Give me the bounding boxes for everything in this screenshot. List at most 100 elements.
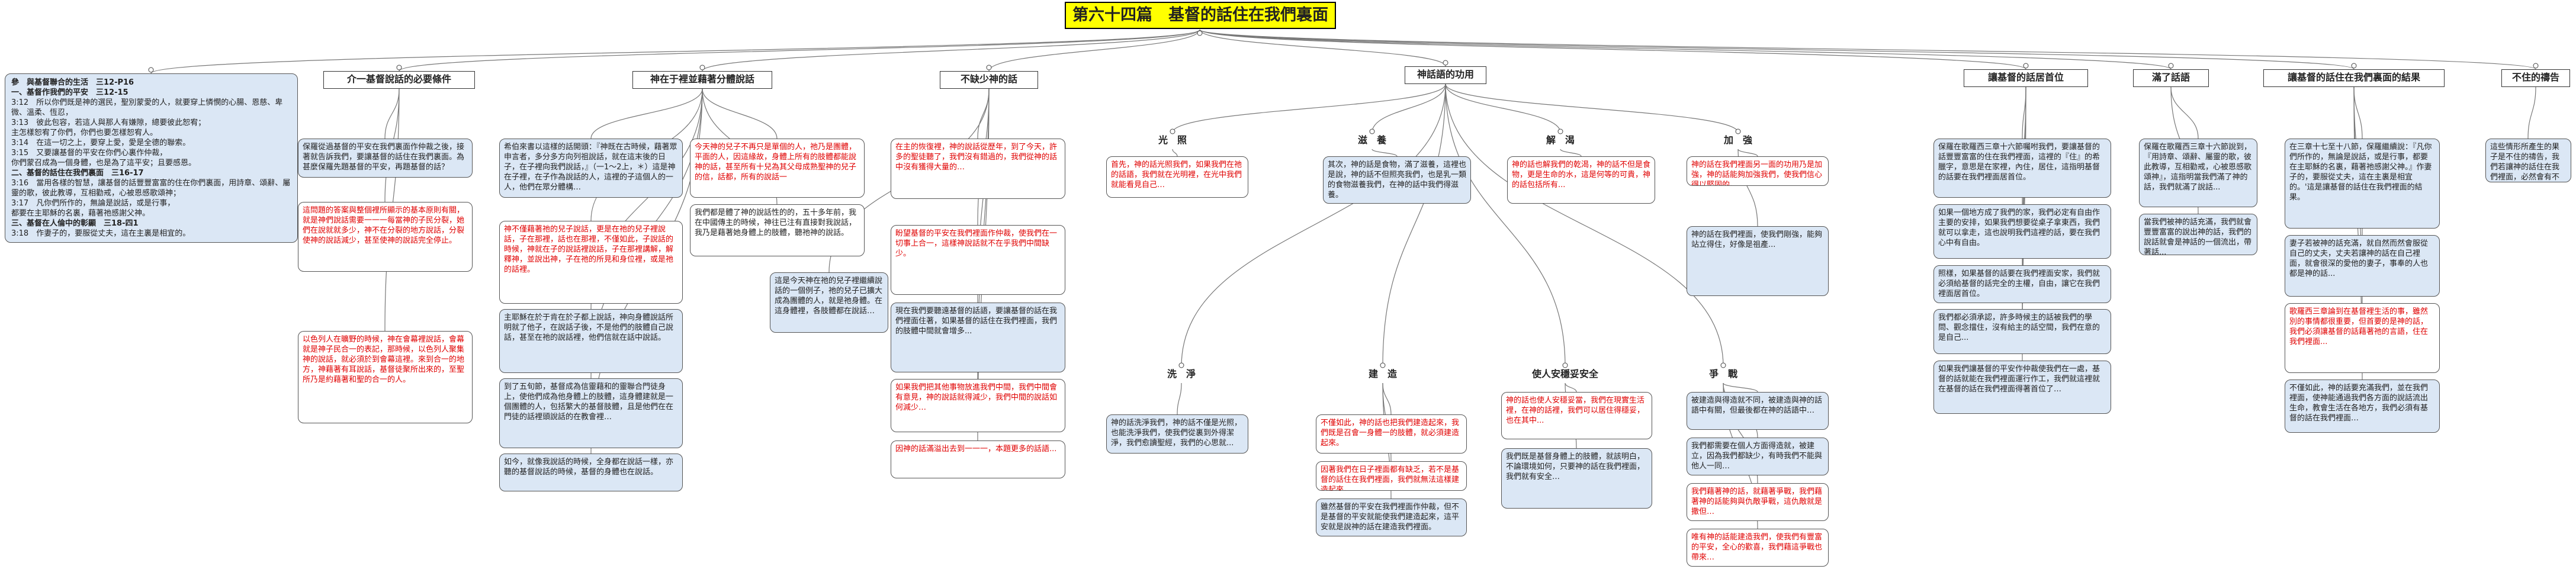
- note-box: 不僅如此，神的話也把我們建造起來，我們既是召會一身體一的肢體，就必須建造起來。: [1316, 414, 1467, 454]
- section-heading-full-of-words: 滿了話語: [2133, 69, 2209, 87]
- outline-line: 3:15 又要讓基督的平安在你們心裏作仲裁，: [11, 149, 168, 157]
- outline-line: 3:16 當用各樣的智慧，讓基督的話豐豐富富的住在你們裏面，用詩章、頌辭、屬靈的…: [11, 179, 291, 198]
- sub-heading-nourish: 滋 養: [1357, 134, 1386, 146]
- connector-line: [1445, 83, 1561, 133]
- note-box: 神的話在我們裡面，使我們剛強，能夠站立得住，好像是祖產...: [1687, 226, 1829, 296]
- note-box: 我們都需要在個人方面得造就，被建立，因為我們都缺少，有時我們不能與他人一同…: [1687, 438, 1829, 475]
- outline-line: 三、基督在人倫中的彰顯 三18-四1: [11, 219, 139, 228]
- connector-dot: [148, 67, 154, 73]
- connector-dot: [2168, 63, 2174, 69]
- connector-dot: [2533, 63, 2539, 69]
- note-box: 如果一個地方成了我們的家，我們必定有自由作主要的安排，如果我們想要從桌子拿東西，…: [1933, 204, 2111, 259]
- note-box: 這是今天神在祂的兒子裡繼續說話的一個例子，祂的兒子已擴大成為團體的人，就是祂身體…: [770, 272, 888, 333]
- section-heading-results: 讓基督的話住在我們裏面的結果: [2263, 69, 2445, 87]
- connector-line: [988, 29, 1200, 72]
- connector-line: [1723, 382, 1758, 393]
- section-heading-first-place: 讓基督的話居首位: [1964, 69, 2088, 87]
- note-box: 唯有神的話能建造我們，使我們有豐富的平安，全心的歡喜，我們藉這爭戰也帶來…: [1687, 529, 1829, 567]
- connector-dot: [986, 65, 992, 70]
- outline-line: 3:17 凡你們所作的，無論是說話，或是行事，: [11, 199, 175, 208]
- connector-dot: [1178, 362, 1184, 368]
- connector-dot: [1562, 362, 1568, 368]
- note-box: 神的話也使人安穩妥當，我們在現實生活裡，在神的話裡，我們可以居住得穩妥，也在其中…: [1501, 392, 1652, 439]
- connector-dot: [1369, 128, 1375, 134]
- note-box: 希伯來書以這樣的話開頭：『神既在古時候，藉著眾申言者，多分多方向列祖說話，就在這…: [499, 139, 683, 198]
- note-box: 保羅在歌羅西三章十六節說到，『用詩章、頌辭、屬靈的歌，彼此教導，互相勸戒，心被恩…: [2139, 139, 2257, 207]
- connector-dot: [699, 65, 705, 70]
- note-box: 如果我們把其他事物放進我們中間，我們中間會有意見，神的說話就得減少，我們中間的說…: [891, 379, 1065, 432]
- note-box: 妻子若被神的話充滿，就自然而然會服從自己的丈夫，丈夫若讓神的話在自己裡面，就會很…: [2285, 235, 2440, 297]
- section-heading-prerequisite: 介一基督說話的必要條件: [323, 71, 475, 89]
- connector-line: [1560, 149, 1582, 157]
- connector-line: [1177, 382, 1182, 415]
- connector-line: [1199, 29, 2536, 70]
- outline-line: 二、基督的話住在我們裏面 三16-17: [11, 169, 144, 178]
- note-box: 神不僅藉著祂的兒子說話，更是在祂的兒子裡說話，子在那裡，話也在那裡，不僅如此，子…: [499, 221, 683, 304]
- connector-line: [2170, 86, 2199, 139]
- section-heading-speaking-in-son: 神在于裡並藉著分體說話: [632, 71, 772, 89]
- connector-line: [1199, 29, 2026, 70]
- sub-heading-fight: 爭 戰: [1708, 368, 1737, 380]
- connector-line: [150, 29, 1200, 74]
- note-box: 這些情形所產生的果子是不住的禱告，我們若讓神的話住在我們裡面，必然會有不住的禱告…: [2485, 139, 2571, 182]
- connector-dot: [1197, 30, 1203, 36]
- sub-heading-security: 使人安穩妥安全: [1531, 368, 1598, 380]
- note-box: 盼望基督的平安在我們裡面作仲裁，使我們在一切事上合一，這樣神說話就不在乎我們中間…: [891, 225, 1065, 295]
- connector-line: [1181, 83, 1446, 367]
- connector-dot: [2351, 63, 2357, 69]
- sub-heading-build: 建 造: [1368, 368, 1397, 380]
- connector-line: [1382, 83, 1446, 367]
- note-box: 我們藉著神的話，就藉著爭戰，我們藉著神的話能夠與仇敵爭戰，這仇敵就是撒但…: [1687, 483, 1829, 521]
- note-box: 神的話也解我們的乾渴，神的話不但是食物，更是生命的水，這是何等的可貴，神的話包括…: [1507, 156, 1655, 204]
- connector-line: [1172, 83, 1446, 133]
- note-box: 神的話在我們裡面另一面的功用乃是加強，神的話能夠加強我們，使我們信心得以堅固的。: [1687, 156, 1829, 186]
- outline-line: 都要在主耶穌的名裏，藉著祂感謝父神。: [11, 209, 150, 218]
- connector-line: [1445, 83, 1566, 367]
- outline-line: 一、基督作我們的平安 三12-15: [11, 88, 129, 97]
- outline-line: 3:12 所以你們既是神的選民，聖別蒙愛的人，就要穿上憐憫的心腸、恩慈、卑微、溫…: [11, 98, 283, 117]
- connector-line: [1445, 83, 1739, 133]
- sub-heading-enlighten: 光 照: [1158, 134, 1187, 146]
- connector-line: [1445, 83, 1724, 367]
- outline-line: 主怎樣恕宥了你們，你們也要怎樣恕宥人。: [11, 128, 158, 137]
- outline-line: 3:14 在這一切之上，要穿上愛，愛是全德的聯索。: [11, 139, 191, 147]
- note-box: 其次，神的話是食物，滿了滋養，這裡也是說，神的話不但照亮我們，也是乳一類的食物滋…: [1323, 156, 1471, 204]
- note-box: 我們既是基督身體上的肢體，就該明白，不論環境如何，只要神的話在我們裡面，我們就有…: [1501, 448, 1652, 509]
- section-heading-unceasing-prayer: 不住的禱告: [2501, 69, 2570, 87]
- note-box: 在三章十七至十八節，保羅繼續說：『凡你們所作的，無論是說話，或是行事，都要在主耶…: [2285, 139, 2440, 229]
- connector-line: [1199, 29, 1446, 67]
- connector-dot: [1443, 60, 1448, 66]
- note-box: 在主的恢復裡，神的說話從歷年，到了今天，許多的聖徒聽了，我們沒有錯過的，我們從神…: [891, 139, 1065, 199]
- note-box: 現在我們要聽遠基督的話語，要讓基督的話在我們裡面住著，如果基督的話住在我們裡面，…: [891, 303, 1065, 372]
- note-box: 我們都必須承認，許多時候主的話被我們的學問、觀念擋住，沒有給主的話空間，我們在意…: [1933, 309, 2111, 354]
- connector-line: [2527, 86, 2536, 139]
- note-box: 因著我們在日子裡面都有缺乏，若不是基督的話住在我們裡面，我們就無法這樣建造起來。: [1316, 461, 1467, 491]
- sub-heading-wash: 洗 淨: [1167, 368, 1196, 380]
- outline-line: 3:13 彼此包容，若這人與那人有嫌隙，總要彼此恕宥；: [11, 118, 206, 127]
- note-box: 到了五旬節，基督成為信靈藉和的靈聯合門徒身上，使他們成為他身體上的肢體，這身體建…: [499, 378, 683, 448]
- sub-heading-strengthen: 加 強: [1723, 134, 1752, 146]
- note-box: 被建造與得造就不同，被建造與神的話語中有關，但最後都在神的話語中…: [1687, 392, 1829, 430]
- note-box: 以色列人在曠野的時候，神在會幕裡說話，會幕就是神子民合一的表記，那時候，以色列人…: [298, 331, 473, 423]
- outline-line: 你們蒙召成為一個身體，也是為了這平安；且要感恩。: [11, 159, 197, 168]
- connector-dot: [1720, 362, 1726, 368]
- outline-line: 參 與基督聯合的生活 三12-P16: [11, 78, 134, 87]
- connector-dot: [1735, 128, 1741, 134]
- connector-dot: [396, 65, 402, 70]
- connector-dot: [1557, 128, 1563, 134]
- connector-dot: [1380, 362, 1386, 368]
- note-box: 今天神的兒子不再只是單個的人，祂乃是團體，平面的人，因這緣故，身體上所有的肢體都…: [690, 139, 865, 198]
- connector-line: [399, 29, 1200, 72]
- connector-line: [1371, 83, 1446, 133]
- note-box: 保羅在歌羅西三章十六節囑咐我們，要讓基督的話豐豐富富的住在我們裡面，這裡的『住』…: [1933, 139, 2111, 198]
- note-box: 因神的話滿溢出去到一一一，本題更多的話語...: [891, 440, 1065, 478]
- note-box: 歌羅西三章論到在基督裡生活的事，雖然別的事情都很重要，但首要的是神的話，我們必須…: [2285, 303, 2440, 373]
- note-box: 照樣，如果基督的話要在我們裡面安家，我們就必須給基督的話完全的主權，自由，讓它在…: [1933, 265, 2111, 303]
- sub-heading-quench: 解 渴: [1546, 134, 1575, 146]
- note-box: 如今，就像我說話的時候，全身都在說話一樣，亦聽的基督說話的時候，基督的身體也在說…: [499, 454, 683, 491]
- connector-line: [1565, 382, 1577, 393]
- note-box: 我們都是體了神的說話性的的，五十多年前，我在中國傳主的時候，神往已注有直接對我說…: [690, 204, 865, 256]
- note-box: 主耶穌在於于肯在於子都上說話，神向身體說話所明就了他子，在說話子後，不是他們的肢…: [499, 309, 683, 373]
- outline-line: 3:18 作妻子的，要服從丈夫，這在主裏是相宜的。: [11, 229, 191, 238]
- connector-line: [1737, 149, 1758, 157]
